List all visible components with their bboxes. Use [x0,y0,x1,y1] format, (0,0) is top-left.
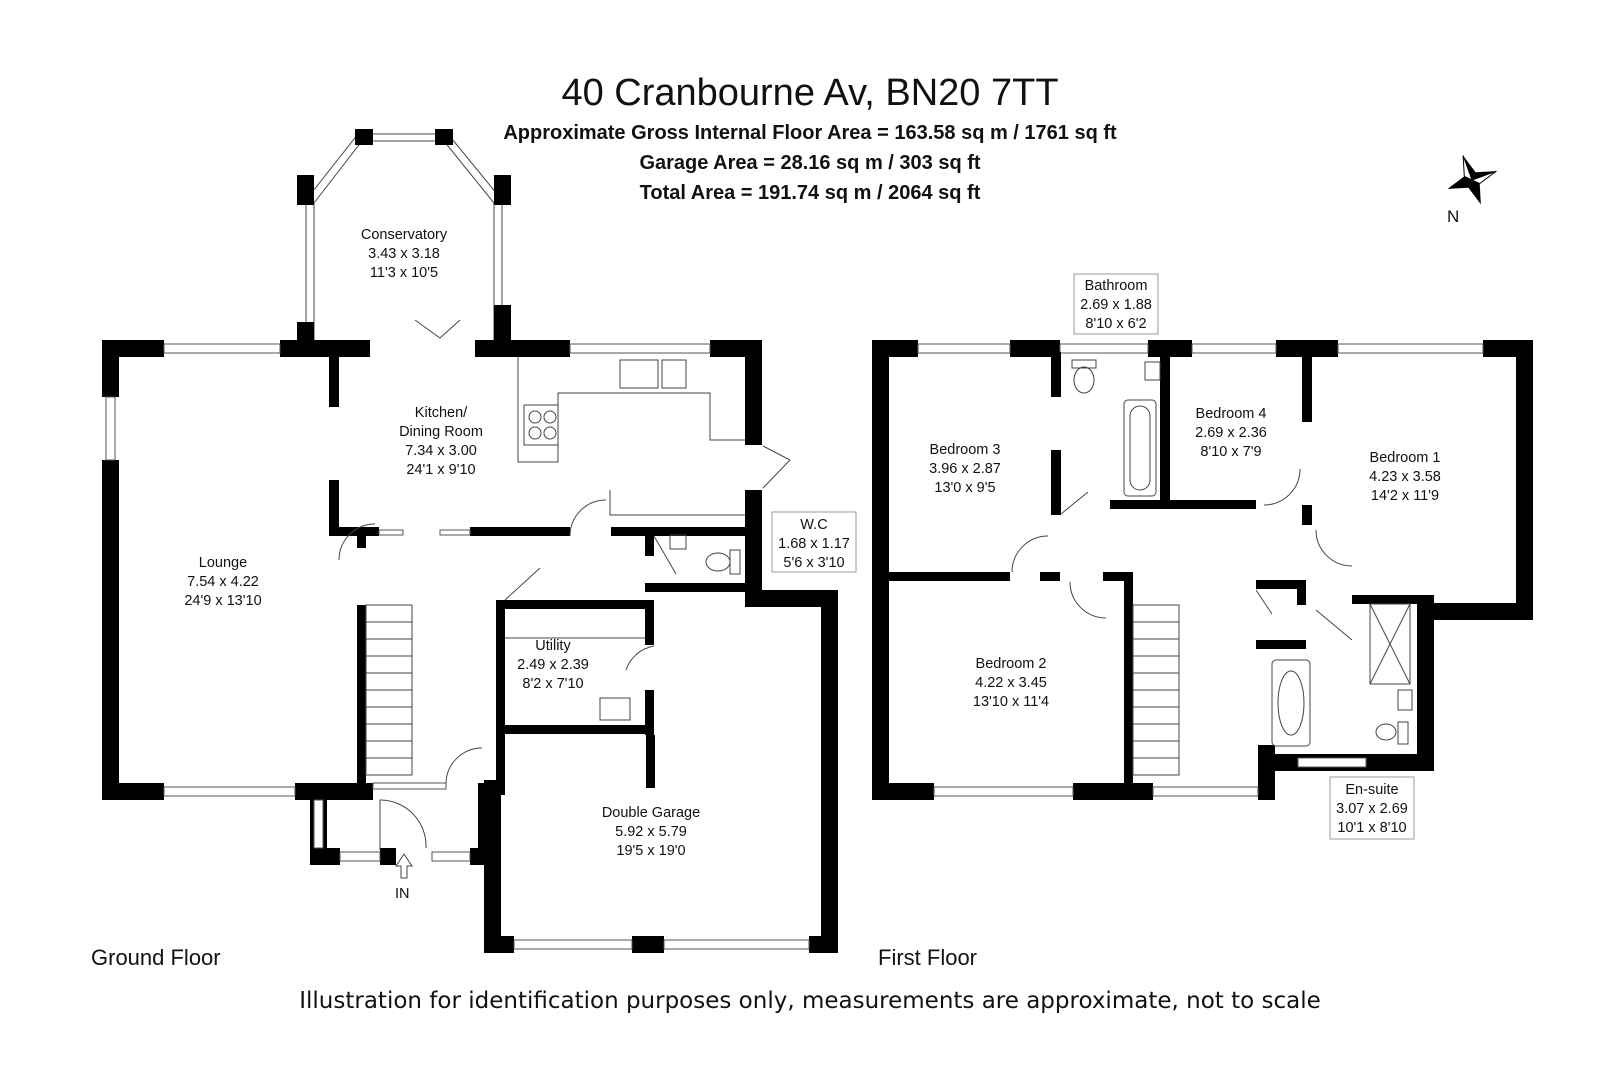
svg-text:Double Garage: Double Garage [602,805,700,821]
first-outer-walls [872,340,1533,800]
entrance-label: IN [395,886,410,902]
first-doors [1011,468,1353,641]
ground-stairs [365,604,413,776]
room-label-garage: Double Garage 5.92 x 5.79 19'5 x 19'0 [602,805,700,859]
svg-text:En-suite: En-suite [1345,782,1398,798]
svg-text:3.43 x 3.18: 3.43 x 3.18 [368,246,440,262]
kitchen-units [517,357,745,516]
ground-outer-walls [102,340,762,800]
svg-text:8'10 x 6'2: 8'10 x 6'2 [1085,316,1146,332]
svg-text:Bedroom 4: Bedroom 4 [1196,406,1267,422]
first-stairs [1132,604,1180,776]
first-inner-walls [880,352,1434,784]
property-address: 40 Cranbourne Av, BN20 7TT [561,72,1059,114]
room-label-bathroom: Bathroom 2.69 x 1.88 8'10 x 6'2 [1073,273,1159,335]
compass-icon [1447,155,1497,205]
first-floor-label: First Floor [878,945,977,970]
room-label-bedroom3: Bedroom 3 3.96 x 2.87 13'0 x 9'5 [929,442,1001,496]
ensuite-fixtures [1271,603,1413,747]
room-label-lounge: Lounge 7.54 x 4.22 24'9 x 13'10 [184,555,261,609]
total-area-text: Total Area = 191.74 sq m / 2064 sq ft [639,182,981,204]
svg-text:24'9 x 13'10: 24'9 x 13'10 [184,593,261,609]
svg-text:Bedroom 3: Bedroom 3 [930,442,1001,458]
ground-floor-plan: IN Conservatory 3.43 x 3.18 11'3 x 10'5 … [102,129,857,953]
svg-text:7.34 x 3.00: 7.34 x 3.00 [405,443,477,459]
room-label-ensuite: En-suite 3.07 x 2.69 10'1 x 8'10 [1329,776,1415,840]
svg-text:5'6 x 3'10: 5'6 x 3'10 [783,555,844,571]
svg-text:7.54 x 4.22: 7.54 x 4.22 [187,574,259,590]
room-label-bedroom1: Bedroom 1 4.23 x 3.58 14'2 x 11'9 [1369,450,1441,504]
ground-doors [338,319,791,850]
svg-text:19'5 x 19'0: 19'5 x 19'0 [616,843,685,859]
gross-area-text: Approximate Gross Internal Floor Area = … [503,122,1117,144]
svg-text:14'2 x 11'9: 14'2 x 11'9 [1371,488,1439,504]
room-label-bedroom2: Bedroom 2 4.22 x 3.45 13'10 x 11'4 [973,656,1049,710]
room-label-bedroom4: Bedroom 4 2.69 x 2.36 8'10 x 7'9 [1195,406,1267,460]
svg-text:Conservatory: Conservatory [361,227,448,243]
svg-text:8'2 x 7'10: 8'2 x 7'10 [522,676,583,692]
svg-text:13'0 x 9'5: 13'0 x 9'5 [934,480,995,496]
svg-text:8'10 x 7'9: 8'10 x 7'9 [1200,444,1261,460]
ground-fixtures [505,534,741,721]
svg-text:3.96 x 2.87: 3.96 x 2.87 [929,461,1001,477]
svg-text:13'10 x 11'4: 13'10 x 11'4 [973,694,1049,710]
svg-text:2.69 x 1.88: 2.69 x 1.88 [1080,297,1152,313]
svg-text:3.07 x 2.69: 3.07 x 2.69 [1336,801,1408,817]
svg-text:11'3 x 10'5: 11'3 x 10'5 [370,265,438,281]
svg-text:1.68 x 1.17: 1.68 x 1.17 [778,536,850,552]
svg-text:Bedroom 1: Bedroom 1 [1370,450,1441,466]
svg-text:Utility: Utility [535,638,571,654]
ground-inner-walls [329,352,751,795]
svg-text:Kitchen/: Kitchen/ [415,405,468,421]
garage-area-text: Garage Area = 28.16 sq m / 303 sq ft [639,152,981,174]
svg-text:5.92 x 5.79: 5.92 x 5.79 [615,824,687,840]
svg-text:2.69 x 2.36: 2.69 x 2.36 [1195,425,1267,441]
room-label-conservatory: Conservatory 3.43 x 3.18 11'3 x 10'5 [361,227,448,281]
svg-text:2.49 x 2.39: 2.49 x 2.39 [517,657,589,673]
porch [310,782,486,865]
svg-text:24'1 x 9'10: 24'1 x 9'10 [406,462,475,478]
disclaimer: Illustration for identification purposes… [299,988,1321,1014]
bathroom-fixtures [1071,359,1161,497]
svg-text:Bathroom: Bathroom [1085,278,1148,294]
svg-text:W.C: W.C [800,517,827,533]
svg-text:4.23 x 3.58: 4.23 x 3.58 [1369,469,1441,485]
entrance-arrow-icon [395,853,413,879]
svg-text:4.22 x 3.45: 4.22 x 3.45 [975,675,1047,691]
first-floor-plan: Bathroom 2.69 x 1.88 8'10 x 6'2 Bedroom … [872,273,1533,840]
compass-north-label: N [1447,207,1459,226]
svg-text:Lounge: Lounge [199,555,247,571]
garage-walls [484,590,838,953]
room-label-wc: W.C 1.68 x 1.17 5'6 x 3'10 [771,511,857,573]
svg-text:Dining Room: Dining Room [399,424,483,440]
room-label-kitchen: Kitchen/ Dining Room 7.34 x 3.00 24'1 x … [399,405,483,478]
svg-text:10'1 x 8'10: 10'1 x 8'10 [1337,820,1406,836]
room-label-utility: Utility 2.49 x 2.39 8'2 x 7'10 [517,638,589,692]
ground-floor-label: Ground Floor [91,945,221,970]
svg-text:Bedroom 2: Bedroom 2 [976,656,1047,672]
